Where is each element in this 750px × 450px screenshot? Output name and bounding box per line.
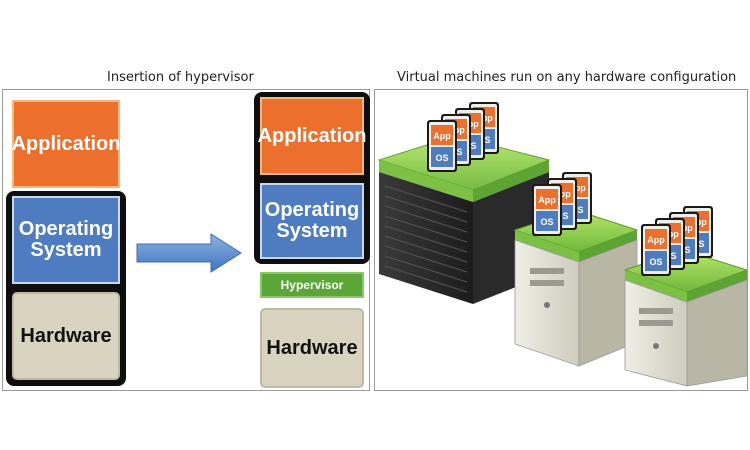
vm-os-label: OS bbox=[435, 153, 448, 163]
after-application-label: Application bbox=[257, 124, 367, 147]
vm-os-label: OS bbox=[540, 217, 553, 227]
vm-app-label: App bbox=[647, 235, 665, 245]
after-hardware-label: Hardware bbox=[266, 336, 358, 359]
left-caption: Insertion of hypervisor bbox=[107, 70, 254, 85]
server-illustration: AppOSAppOSAppOSAppOSAppOSAppOSAppOSAppOS… bbox=[377, 102, 747, 387]
before-application-block: Application bbox=[12, 100, 120, 188]
vm-os-label: OS bbox=[649, 257, 662, 267]
vm-app-label: App bbox=[553, 189, 571, 199]
before-hardware-label: Hardware bbox=[20, 324, 112, 347]
vm-app-label: App bbox=[433, 131, 451, 141]
hypervisor-block: Hypervisor bbox=[260, 272, 364, 298]
after-hardware-block: Hardware bbox=[260, 308, 364, 388]
before-application-label: Application bbox=[11, 132, 121, 155]
tower-server-right bbox=[623, 249, 747, 387]
transition-arrow bbox=[136, 233, 242, 273]
vm-app-label: App bbox=[568, 183, 586, 193]
right-caption: Virtual machines run on any hardware con… bbox=[397, 70, 737, 85]
virtual-machines-panel: AppOSAppOSAppOSAppOSAppOSAppOSAppOSAppOS… bbox=[374, 89, 748, 391]
vm-app-label: App bbox=[538, 195, 556, 205]
hypervisor-label: Hypervisor bbox=[280, 277, 344, 292]
before-hardware-block: Hardware bbox=[12, 292, 120, 380]
after-application-block: Application bbox=[257, 97, 367, 175]
